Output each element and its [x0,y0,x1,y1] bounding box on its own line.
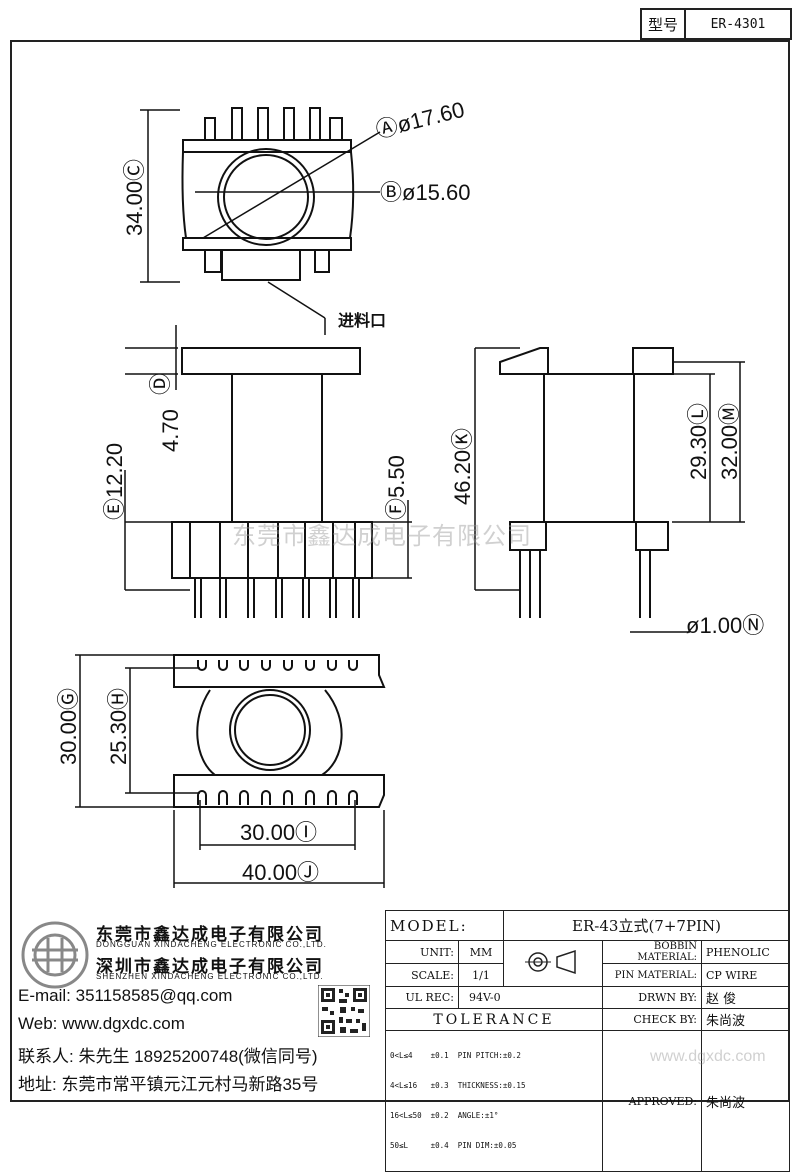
dim-i-label: 30.00Ⓘ [240,820,317,845]
company-en-sz: SHENZHEN XINDACHENG ELECTRONIC CO.,LTD. [96,972,324,981]
dim-f-label: Ⓕ5.50 [384,455,409,520]
bobbin-value: PHENOLIC [701,940,790,964]
dim-a-label: Ⓐø17.60 [373,97,467,143]
tol-row-1: 0<L≤4 ±0.1 PIN PITCH:±0.2 [390,1051,521,1060]
dim-n-label: ø1.00Ⓝ [686,613,764,638]
tolerance-table: 0<L≤4 ±0.1 PIN PITCH:±0.2 4<L≤16 ±0.3 TH… [385,1030,603,1172]
scale-label: SCALE: [385,963,459,987]
dim-h-label: 25.30Ⓗ [106,688,131,765]
dim-k-label: 46.20Ⓚ [450,428,475,505]
company-logo [21,921,89,989]
dim-l-label: 29.30Ⓛ [686,403,711,480]
model-label: MODEL: [385,910,504,941]
web-line: Web: www.dgxdc.com [18,1014,185,1033]
pin-label: PIN MATERIAL: [602,963,702,987]
top-view [140,107,381,335]
scale-value: 1/1 [458,963,504,987]
dim-d-value: 4.70 [158,409,183,452]
dim-e-label: Ⓔ12.20 [102,443,127,520]
dim-b-label: Ⓑø15.60 [380,180,471,205]
model-header: 型号 ER-4301 [640,8,792,40]
dim-d-label: Ⓓ [148,373,173,395]
qr-code [318,985,370,1037]
drawing-canvas: Ⓐø17.60 Ⓑø15.60 34.00Ⓒ 进料口 Ⓓ 4.70 Ⓔ12.20… [56,97,764,888]
dim-g-label: 30.00Ⓖ [56,688,81,765]
projection-symbol [525,949,576,975]
contact-line: 联系人: 朱先生 18925200748(微信同号) [18,1047,318,1066]
unit-value: MM [458,940,504,964]
check-label: CHECK BY: [602,1008,702,1031]
drawn-label: DRWN BY: [602,986,702,1009]
company-name-sz: 深圳市鑫达成电子有限公司 [96,957,324,976]
tol-row-3: 16<L≤50 ±0.2 ANGLE:±1° [390,1111,499,1120]
unit-label: UNIT: [385,940,459,964]
side-view [474,347,745,633]
model-header-value: ER-4301 [710,16,766,32]
check-value: 朱尚波 [701,1008,790,1031]
ulrec-value: 94V-0 [458,986,603,1009]
company-en-dg: DONGGUAN XINDACHENG ELECTRONIC CO.,LTD. [96,940,327,949]
projection-symbol-cell [503,940,603,987]
front-view [124,325,412,618]
pin-value: CP WIRE [701,963,790,987]
address-line: 地址: 东莞市常平镇元江元村马新路35号 [18,1075,319,1094]
email-line: E-mail: 351158585@qq.com [18,986,233,1005]
dim-m-label: 32.00Ⓜ [717,403,742,480]
drawn-value: 赵 俊 [701,986,790,1009]
ulrec-label: UL REC: [385,986,459,1009]
dim-c-label: 34.00Ⓒ [122,159,147,236]
bobbin-label: BOBBIN MATERIAL: [602,940,702,964]
tolerance-label: TOLERANCE [385,1008,603,1031]
title-block: MODEL: ER-43立式(7+7PIN) UNIT: MM BOBBIN M… [385,910,790,1172]
company-name-dg: 东莞市鑫达成电子有限公司 [96,925,324,944]
dim-j-label: 40.00Ⓙ [242,860,319,885]
model-header-label: 型号 [642,10,686,38]
bottom-view [75,654,386,888]
feed-label: 进料口 [338,311,386,330]
watermark-url: www.dgxdc.com [650,1048,766,1065]
model-value: ER-43立式(7+7PIN) [503,910,790,941]
tol-row-2: 4<L≤16 ±0.3 THICKNESS:±0.15 [390,1081,526,1090]
watermark: 东莞市鑫达成电子有限公司 [232,523,532,550]
tol-row-4: 50≤L ±0.4 PIN DIM:±0.05 [390,1141,517,1150]
